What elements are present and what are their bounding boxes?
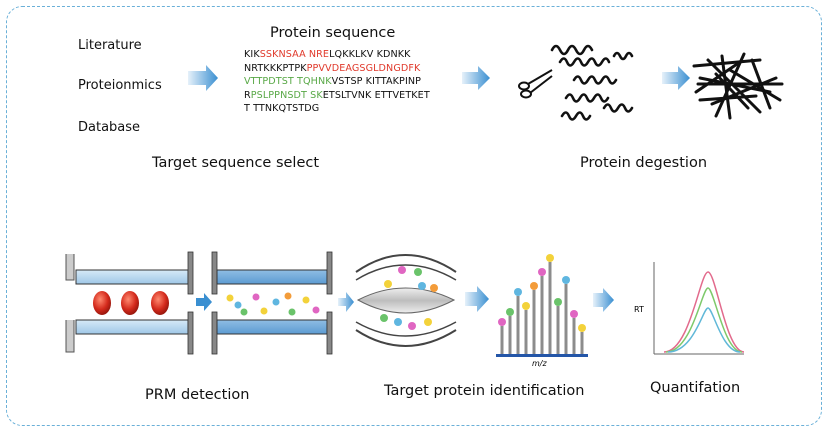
ion-ball-icon <box>498 254 586 332</box>
label-prm-detection: PRM detection <box>145 387 250 403</box>
chromatogram: RT <box>634 262 745 355</box>
label-target-protein-identification: Target protein identification <box>384 383 585 399</box>
sequence-segment: VTTPDTST TQHNK <box>244 76 332 88</box>
sequence-segment: T TTNKQTSTDG <box>244 103 320 115</box>
source-literature: Literature <box>78 38 142 53</box>
sequence-segment: KIK <box>244 49 260 60</box>
rt-axis-label: RT <box>634 305 644 314</box>
peptide-coil-icon <box>550 44 634 121</box>
sequence-title: Protein sequence <box>270 25 396 41</box>
mass-spectrum: m/z <box>496 254 588 368</box>
arrow-right-icon <box>462 66 490 90</box>
arrow-right-icon <box>196 293 212 311</box>
droplet-icon <box>93 291 169 315</box>
label-quantification: Quantifation <box>650 380 741 396</box>
scissors-icon <box>518 69 553 99</box>
arrow-right-icon <box>593 288 614 312</box>
ion-ball-icon <box>226 292 320 316</box>
sequence-segment: R <box>244 89 251 101</box>
dashed-frame <box>6 6 822 426</box>
mz-axis-label: m/z <box>532 359 547 368</box>
arrow-right-icon <box>188 65 218 91</box>
sequence-segment: PPVVDEAGSGLDNGDFK <box>306 62 421 74</box>
sequence-line: RPSLPPNSDT SKETSLTVNK ETTVETKET <box>244 89 430 103</box>
sequence-segment: PSLPPNSDT SK <box>250 89 323 101</box>
source-proteomics: Proteionmics <box>78 78 162 93</box>
sequence-line: T TTNKQTSTDG <box>244 102 430 116</box>
label-protein-digestion: Protein degestion <box>580 155 708 171</box>
sequence-segment: ETSLTVNK ETTVETKET <box>322 89 430 101</box>
sequence-segment: VSTSP KITTAKPINP <box>331 76 422 88</box>
prm-capillary <box>65 251 333 355</box>
sequence-segment: SSKNSAA NRE <box>259 49 330 60</box>
peptide-fragments-icon <box>692 52 784 120</box>
arrow-right-icon <box>662 66 690 90</box>
source-database: Database <box>78 120 141 135</box>
sequence-segment: NRTKKKPTPK <box>244 62 307 74</box>
label-target-sequence-select: Target sequence select <box>152 155 320 171</box>
sequence-line: KIKSSKNSAA NRELQKKLKV KDNKK <box>244 48 430 62</box>
arrow-right-icon <box>465 286 489 312</box>
arrow-right-icon <box>338 292 354 312</box>
sequence-line: NRTKKKPTPKPPVVDEAGSGLDNGDFK <box>244 62 430 76</box>
ion-ball-icon <box>380 266 438 330</box>
sequence-segment: LQKKLKV KDNKK <box>329 49 411 60</box>
sequence-line: VTTPDTST TQHNKVSTSP KITTAKPINP <box>244 75 430 89</box>
ion-trap <box>355 254 457 347</box>
